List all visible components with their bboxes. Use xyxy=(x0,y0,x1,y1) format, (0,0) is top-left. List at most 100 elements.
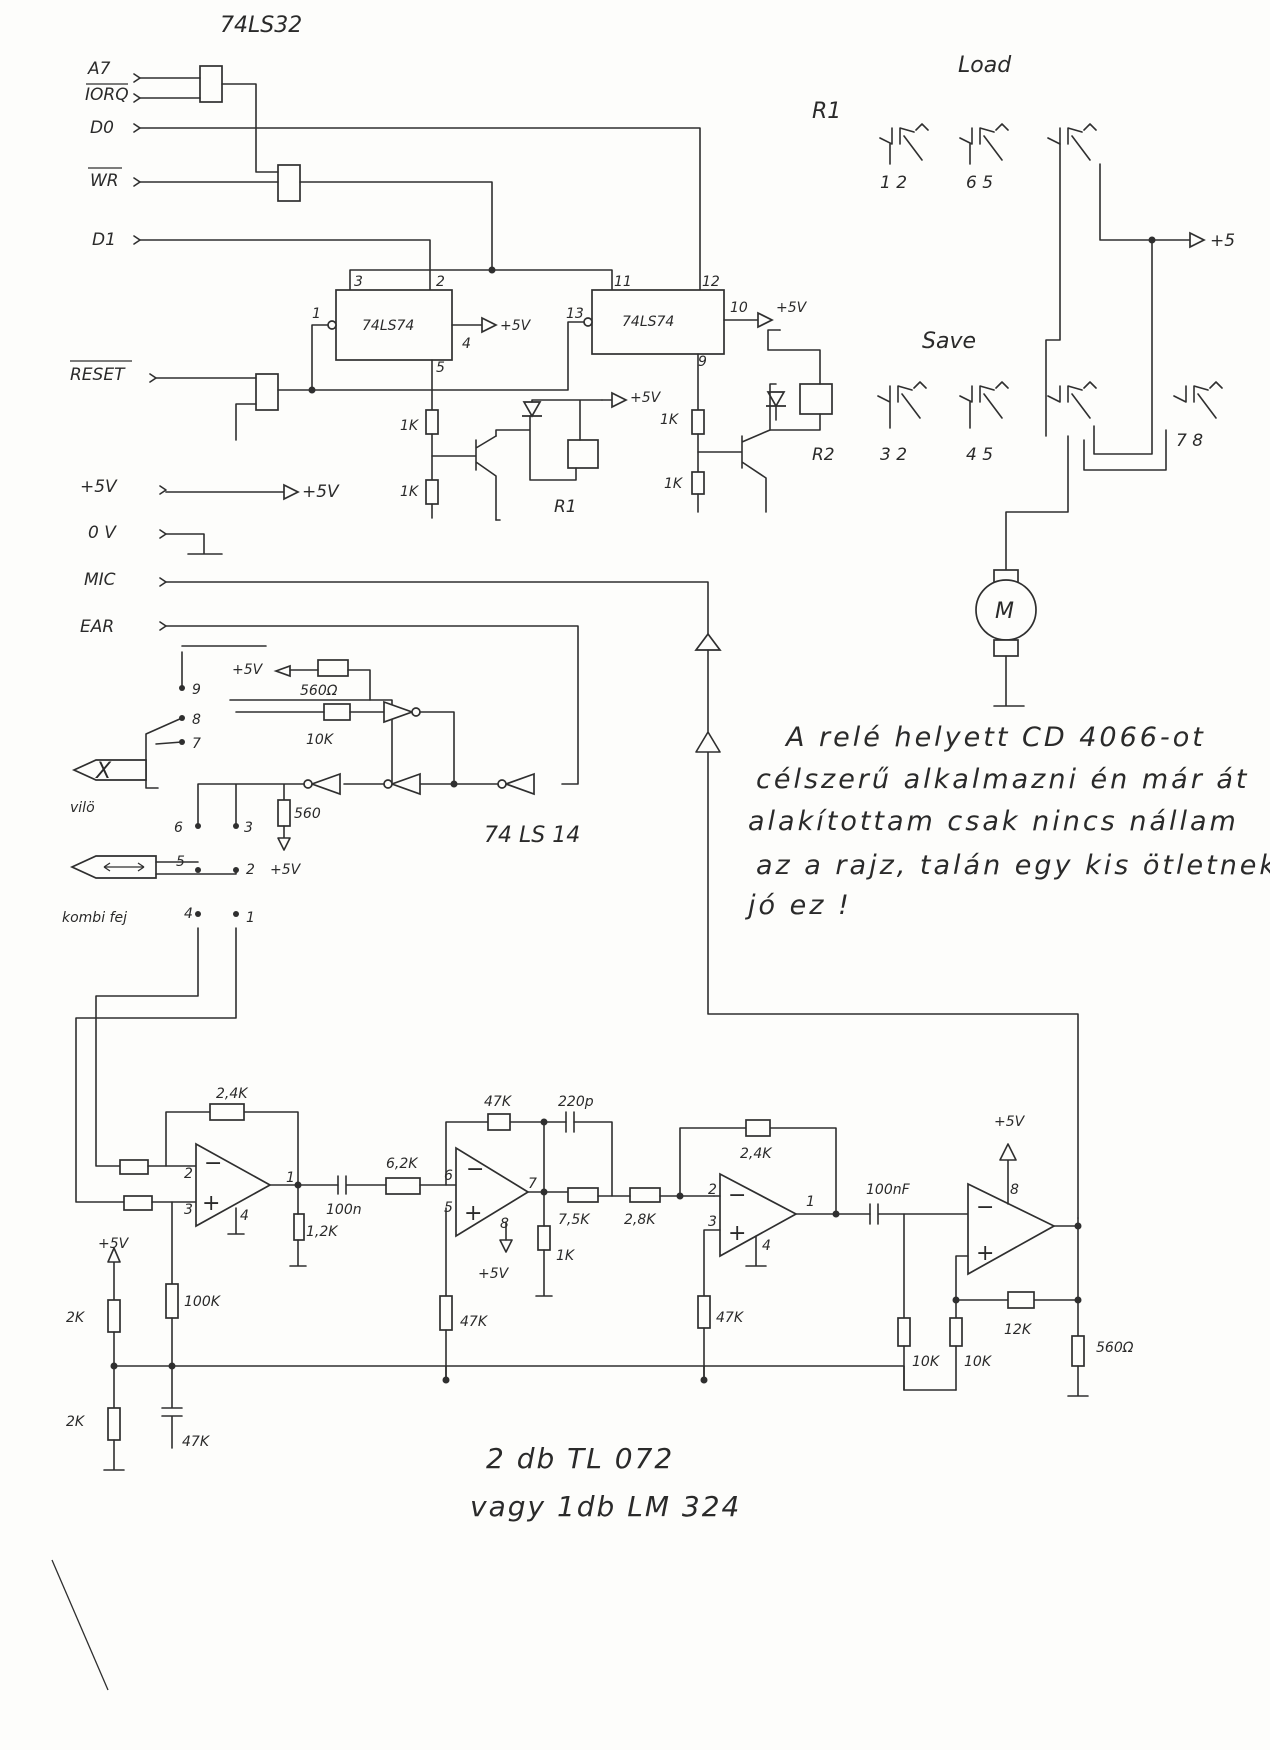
capacitor-label: 220p xyxy=(558,1094,594,1110)
resistor-label: 1K xyxy=(660,412,680,428)
resistor-label: 2K xyxy=(66,1414,86,1430)
note-line: A relé helyett CD 4066-ot xyxy=(784,722,1206,753)
svg-text:−: − xyxy=(466,1157,484,1182)
opamp-2 xyxy=(455,1146,530,1238)
capacitor-label: 100n xyxy=(326,1202,362,1218)
ff2-pin: 11 xyxy=(614,274,632,290)
flip-flop-1 xyxy=(335,289,453,361)
vcc-label: +5V xyxy=(232,662,264,678)
note-line: az a rajz, talán egy kis ötletnek xyxy=(756,850,1270,881)
opamp-pin: 3 xyxy=(708,1214,717,1230)
opamp-pin: 6 xyxy=(444,1168,453,1184)
input-mic: MIC xyxy=(84,570,116,590)
resistor-label: 6,2K xyxy=(386,1156,419,1172)
svg-text:+: + xyxy=(202,1191,220,1216)
resistor-1k xyxy=(691,471,705,495)
flip-flop-2 xyxy=(591,289,725,355)
input-vcc: +5V xyxy=(80,477,118,497)
resistor-label: 1K xyxy=(664,476,684,492)
resistor-label: 10K xyxy=(912,1354,941,1370)
resistor-label: 2,8K xyxy=(624,1212,657,1228)
svg-text:+: + xyxy=(976,1241,994,1266)
handwritten-note: A relé helyett CD 4066-ot célszerű alkal… xyxy=(744,722,1270,921)
connector-x-label: X xyxy=(95,759,112,784)
jumper-pin: 6 xyxy=(174,820,183,836)
svg-text:+: + xyxy=(464,1201,482,1226)
ff1-pin: 5 xyxy=(436,360,445,376)
opamp-pin: 2 xyxy=(708,1182,717,1198)
save-pin-label: 4 5 xyxy=(966,445,993,465)
vcc-label: +5V xyxy=(630,390,662,406)
resistor-label: 10K xyxy=(306,732,335,748)
capacitor-label: 47K xyxy=(182,1434,211,1450)
resistor-label: 560Ω xyxy=(1096,1340,1134,1356)
diode-icon xyxy=(766,391,786,408)
opamp-pin: 7 xyxy=(528,1176,537,1192)
motor-label: M xyxy=(995,599,1014,624)
vcc-arrow-icon xyxy=(757,311,774,329)
vcc-arrow-icon xyxy=(1189,231,1206,249)
opamp-4 xyxy=(967,1182,1056,1276)
resistor xyxy=(123,1195,153,1211)
relay-r2-label: R2 xyxy=(812,445,835,465)
input-reset: RESET xyxy=(70,365,126,385)
inverter-icon xyxy=(309,772,341,796)
input-a7: A7 xyxy=(87,59,111,79)
vcc-arrow-icon xyxy=(611,391,628,409)
opamp-pin: 2 xyxy=(184,1166,193,1182)
resistor-560 xyxy=(277,799,291,827)
resistor-47k xyxy=(487,1113,511,1131)
resistor-6-2k xyxy=(385,1177,421,1195)
capacitor-label: 100nF xyxy=(866,1182,911,1198)
resistor xyxy=(119,1159,149,1175)
resistor-560 xyxy=(317,659,349,677)
vcc-label: +5V xyxy=(302,482,340,502)
or-gate-1 xyxy=(199,65,223,103)
resistor-100k xyxy=(165,1283,179,1319)
opamp-pin: 5 xyxy=(444,1200,453,1216)
resistor-label: 47K xyxy=(460,1314,489,1330)
flip-flop-2-label: 74LS74 xyxy=(622,314,674,330)
scan-edge-mark xyxy=(51,1559,109,1691)
relay-coil-r1 xyxy=(567,439,599,469)
ic-74ls14-label: 74 LS 14 xyxy=(484,823,580,848)
load-label: Load xyxy=(958,53,1012,78)
vcc-label: +5V xyxy=(776,300,808,316)
input-iorq: IORQ xyxy=(85,85,129,105)
ic-74ls32-label: 74LS32 xyxy=(220,13,302,38)
resistor-560 xyxy=(1071,1335,1085,1367)
relay-contacts xyxy=(877,123,1223,429)
vcc-arrow-icon xyxy=(481,316,498,334)
jumper-pin: 4 xyxy=(184,906,193,922)
resistor-1k xyxy=(691,409,705,435)
input-ear: EAR xyxy=(80,617,114,637)
resistor-label: 47K xyxy=(484,1094,513,1110)
ff2-pin: 9 xyxy=(698,354,707,370)
svg-text:−: − xyxy=(976,1195,994,1220)
resistor-label: 2,4K xyxy=(216,1086,249,1102)
save-pin-label: 3 2 xyxy=(880,445,907,465)
resistor-2k xyxy=(107,1407,121,1441)
opamp-pin: 3 xyxy=(184,1202,193,1218)
opamp-pin: 8 xyxy=(500,1216,509,1232)
resistor-1k xyxy=(425,409,439,435)
relay-r1-label: R1 xyxy=(554,497,577,517)
resistor-label: 1K xyxy=(400,484,420,500)
ff2-pin: 13 xyxy=(566,306,584,322)
resistor-2-8k xyxy=(629,1187,661,1203)
resistor-label: 2K xyxy=(66,1310,86,1326)
note-line: célszerű alkalmazni én már át xyxy=(756,764,1250,795)
opamp-pin: 4 xyxy=(762,1238,771,1254)
opamp-3 xyxy=(719,1172,798,1258)
resistor-label: 12K xyxy=(1004,1322,1033,1338)
resistor-1k xyxy=(537,1225,551,1251)
flip-flop-1-label: 74LS74 xyxy=(362,318,414,334)
vcc-label: +5V xyxy=(270,862,302,878)
resistor-label: 100K xyxy=(184,1294,222,1310)
vcc-label: +5V xyxy=(98,1236,130,1252)
resistor-2k xyxy=(107,1299,121,1333)
opamp-1 xyxy=(195,1142,272,1228)
jumper-pin: 7 xyxy=(192,736,201,752)
resistor-label: 10K xyxy=(964,1354,993,1370)
